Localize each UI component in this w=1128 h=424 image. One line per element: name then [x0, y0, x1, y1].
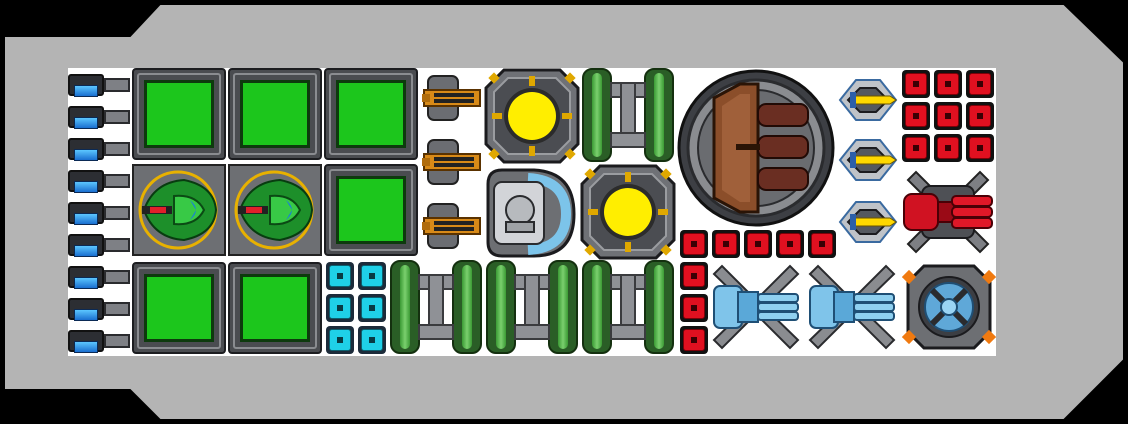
thruster[interactable]	[68, 166, 132, 196]
green-turret[interactable]	[228, 164, 322, 256]
shield-cell[interactable]	[358, 262, 386, 290]
green-turret-icon	[138, 170, 218, 250]
blue-gatling-gun[interactable]	[804, 260, 900, 354]
thruster-mount	[104, 334, 130, 348]
thruster-housing	[68, 298, 104, 321]
armor-block[interactable]	[966, 134, 994, 162]
cannon[interactable]	[420, 198, 484, 254]
cannon[interactable]	[420, 134, 484, 190]
armor-block[interactable]	[902, 134, 930, 162]
green-turret[interactable]	[132, 164, 226, 256]
armor-block[interactable]	[680, 230, 708, 258]
thruster-glow	[74, 85, 98, 97]
storage-bay[interactable]	[132, 68, 226, 160]
thruster-mount	[104, 110, 130, 124]
thruster-mount	[104, 174, 130, 188]
thruster-mount	[104, 142, 130, 156]
thruster[interactable]	[68, 102, 132, 132]
ship-deck	[68, 68, 996, 356]
thruster[interactable]	[68, 230, 132, 260]
storage-floor	[336, 80, 406, 148]
command-dome[interactable]	[676, 68, 836, 228]
armor-block[interactable]	[680, 326, 708, 354]
shield-cell[interactable]	[326, 294, 354, 322]
thruster-mount	[104, 238, 130, 252]
missile-launcher[interactable]	[836, 194, 900, 250]
thruster-mount	[104, 270, 130, 284]
thruster-mount	[104, 206, 130, 220]
thruster-mount	[104, 302, 130, 316]
storage-floor	[336, 176, 406, 244]
armor-block[interactable]	[966, 102, 994, 130]
thruster-glow	[74, 117, 98, 129]
thruster-glow	[74, 309, 98, 321]
storage-floor	[240, 80, 310, 148]
thruster[interactable]	[68, 198, 132, 228]
reactor-core[interactable]	[484, 68, 580, 164]
reactor-core[interactable]	[580, 164, 676, 260]
fuel-tank-cluster[interactable]	[388, 260, 484, 354]
missile-launcher[interactable]	[836, 132, 900, 188]
thruster-glow	[74, 245, 98, 257]
armor-block[interactable]	[776, 230, 804, 258]
thruster-housing	[68, 170, 104, 193]
armor-block[interactable]	[966, 70, 994, 98]
storage-floor	[144, 274, 214, 342]
shield-cell[interactable]	[326, 262, 354, 290]
missile-launcher[interactable]	[836, 72, 900, 128]
storage-bay[interactable]	[228, 68, 322, 160]
thruster[interactable]	[68, 294, 132, 324]
thruster-housing	[68, 202, 104, 225]
storage-bay[interactable]	[324, 68, 418, 160]
storage-bay[interactable]	[228, 262, 322, 354]
fuel-tank-cluster[interactable]	[580, 68, 676, 162]
storage-bay[interactable]	[324, 164, 418, 256]
thruster-glow	[74, 181, 98, 193]
shield-cell[interactable]	[326, 326, 354, 354]
thruster-housing	[68, 138, 104, 161]
shield-cell[interactable]	[358, 294, 386, 322]
thruster-housing	[68, 74, 104, 97]
shield-generator[interactable]	[902, 260, 996, 354]
thruster-mount	[104, 78, 130, 92]
armor-block[interactable]	[902, 70, 930, 98]
fuel-tank-cluster[interactable]	[580, 260, 676, 354]
shield-cell[interactable]	[358, 326, 386, 354]
armor-block[interactable]	[902, 102, 930, 130]
armor-block[interactable]	[808, 230, 836, 258]
thruster-housing	[68, 234, 104, 257]
storage-floor	[144, 80, 214, 148]
thruster-glow	[74, 213, 98, 225]
fuel-tank-cluster[interactable]	[484, 260, 580, 354]
armor-block[interactable]	[744, 230, 772, 258]
storage-floor	[240, 274, 310, 342]
thruster[interactable]	[68, 134, 132, 164]
thruster-glow	[74, 149, 98, 161]
thruster-housing	[68, 330, 104, 353]
heavy-red-weapon[interactable]	[900, 164, 996, 260]
storage-bay[interactable]	[132, 262, 226, 354]
thruster-housing	[68, 106, 104, 129]
armor-block[interactable]	[680, 262, 708, 290]
thruster-housing	[68, 266, 104, 289]
thruster[interactable]	[68, 262, 132, 292]
green-turret-icon	[234, 170, 314, 250]
armor-block[interactable]	[934, 70, 962, 98]
armor-block[interactable]	[712, 230, 740, 258]
armor-block[interactable]	[934, 102, 962, 130]
hangar-pod[interactable]	[484, 166, 578, 260]
armor-block[interactable]	[934, 134, 962, 162]
thruster-glow	[74, 341, 98, 353]
thruster-glow	[74, 277, 98, 289]
armor-block[interactable]	[680, 294, 708, 322]
cannon[interactable]	[420, 70, 484, 126]
blue-gatling-gun[interactable]	[708, 260, 804, 354]
thruster[interactable]	[68, 326, 132, 356]
thruster[interactable]	[68, 70, 132, 100]
